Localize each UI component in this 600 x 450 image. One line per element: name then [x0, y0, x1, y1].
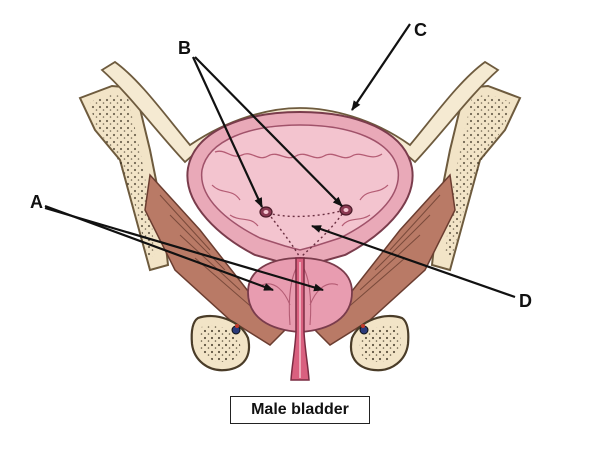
arrow-b-left	[192, 56, 263, 208]
right-pubic-ramus	[349, 314, 410, 372]
arrow-d	[311, 224, 516, 299]
left-pubic-ramus	[190, 314, 251, 372]
left-ureteric-orifice	[259, 206, 273, 218]
right-ureteric-orifice	[339, 204, 353, 216]
label-b: B	[178, 38, 191, 58]
arrow-b-right	[194, 56, 343, 207]
diagram-caption: Male bladder	[230, 396, 370, 424]
pointer-arrows	[44, 23, 516, 299]
label-a: A	[30, 192, 43, 212]
arrow-c	[351, 23, 411, 111]
bladder-lumen	[200, 124, 400, 251]
arrow-a-lower	[44, 206, 324, 292]
trigone-outline	[267, 209, 346, 259]
label-c: C	[414, 20, 427, 40]
label-d: D	[519, 291, 532, 311]
